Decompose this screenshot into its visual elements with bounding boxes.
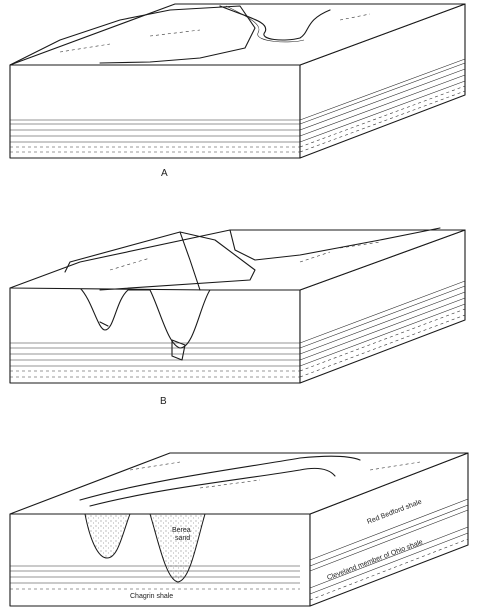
panel-b-left-plateau [64, 231, 256, 291]
panel-b-valley-wall [179, 231, 201, 291]
panel-a-front-face [9, 64, 301, 159]
panel-b-surface-hatching [109, 241, 381, 271]
panel-b-caption: B [160, 396, 167, 407]
panel-a-block [9, 3, 466, 159]
panel-b-strata-side [299, 280, 466, 378]
panel-c-surface-hatching [129, 461, 421, 489]
panel-a-surface-hatching [59, 13, 371, 53]
panel-b-right-plateau [229, 227, 441, 261]
panel-c-strata-side [309, 498, 469, 601]
panel-c-sand-channel-right [149, 513, 206, 583]
panel-a-strata-side [299, 58, 466, 153]
chagrin-shale-label: Chagrin shale [130, 593, 173, 600]
panel-b-front-face [9, 287, 301, 384]
panel-a-river-bank [225, 5, 305, 43]
panel-c-channel-top-2 [89, 467, 336, 507]
panel-a-caption: A [161, 168, 168, 179]
berea-sand-label-line2: sand [175, 535, 190, 542]
panel-b-channel-notch [99, 321, 109, 327]
panel-a-river-channel [219, 5, 331, 41]
panel-c-top-surface [9, 452, 469, 515]
panel-a-strata-front [10, 119, 300, 153]
panel-b-strata-front [10, 342, 300, 378]
panel-c-strata-front [10, 565, 300, 590]
panel-a-top-surface [9, 3, 466, 66]
berea-sand-label-line1: Berea [172, 527, 191, 534]
panel-c-block: Berea sand Red Bedford shale Cleveland m… [9, 452, 469, 607]
panel-c-sand-channel-left [84, 513, 131, 559]
panel-c-channel-top-1 [79, 455, 361, 501]
panel-b-block [9, 227, 466, 384]
